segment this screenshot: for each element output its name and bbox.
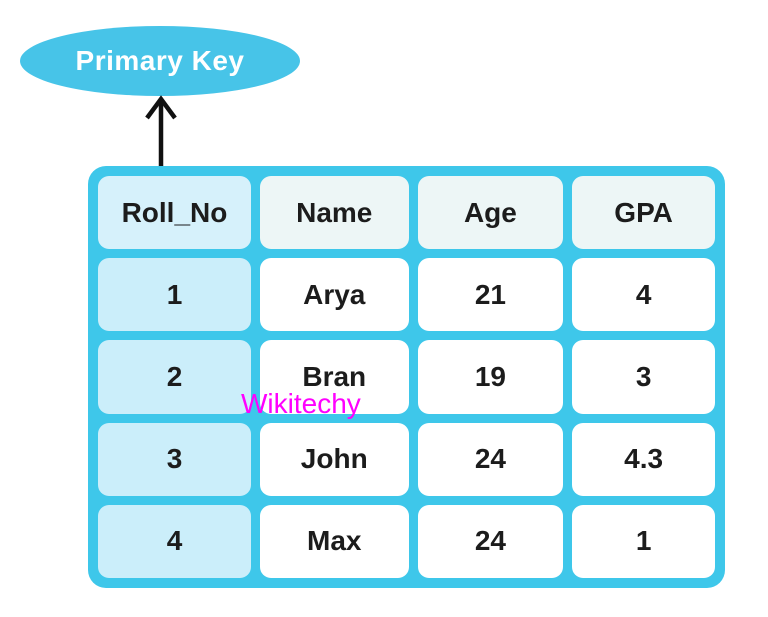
table-cell: 3 xyxy=(98,422,251,496)
table-cell: 4 xyxy=(98,504,251,578)
column-header-gpa: GPA xyxy=(572,176,715,250)
table-cell: 19 xyxy=(417,340,564,414)
table-cell: John xyxy=(259,422,409,496)
column-header-age: Age xyxy=(417,176,564,250)
arrow-up-icon xyxy=(145,95,177,170)
table-cell: 1 xyxy=(98,258,251,332)
table-cell: 24 xyxy=(417,504,564,578)
table-cell: Arya xyxy=(259,258,409,332)
column-header-roll_no: Roll_No xyxy=(98,176,251,250)
table-cell: 24 xyxy=(417,422,564,496)
table-cell: 4 xyxy=(572,258,715,332)
table-cell: 1 xyxy=(572,504,715,578)
table-cell: Max xyxy=(259,504,409,578)
primary-key-ellipse: Primary Key xyxy=(20,26,300,96)
primary-key-label: Primary Key xyxy=(75,45,245,76)
column-header-name: Name xyxy=(259,176,409,250)
table-cell: 2 xyxy=(98,340,251,414)
table-cell: Bran xyxy=(259,340,409,414)
table-cell: 4.3 xyxy=(572,422,715,496)
table-cell: 21 xyxy=(417,258,564,332)
table-cell: 3 xyxy=(572,340,715,414)
